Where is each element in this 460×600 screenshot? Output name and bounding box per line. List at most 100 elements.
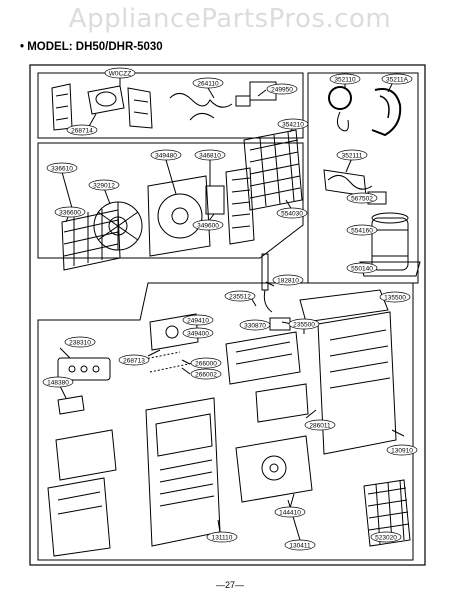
- part-label: 249950: [266, 83, 298, 95]
- part-number: 346810: [199, 153, 221, 160]
- part-label: 567502: [346, 192, 378, 204]
- drawing-bucket-guide: [55, 429, 117, 481]
- part-label: 264110: [192, 77, 224, 89]
- part-number: 286011: [309, 423, 331, 430]
- drawing-wire-harness: [169, 93, 233, 108]
- drawing-cover-plate: [269, 317, 291, 331]
- part-label: 131110: [206, 531, 238, 543]
- drawing-air-filter: [363, 479, 411, 547]
- part-number: 35211A: [386, 77, 409, 84]
- part-label: 235500: [288, 318, 320, 330]
- part-label: 523020: [370, 531, 402, 543]
- group-frame-fan: [37, 142, 304, 259]
- part-number: 249950: [271, 87, 293, 94]
- drawing-front-cabinet: [145, 397, 221, 547]
- drawing-sensor: [261, 253, 269, 291]
- drawing-pipe-u: [336, 111, 349, 132]
- part-number: 131110: [212, 535, 233, 542]
- drawing-tube-assembly: [323, 169, 367, 197]
- drawing-motor-housing: [87, 85, 125, 115]
- part-number: 144410: [279, 510, 301, 517]
- part-number: 554030: [281, 211, 303, 218]
- drawing-top-cover: [299, 289, 389, 323]
- part-number: 550140: [351, 266, 373, 273]
- part-label: 148380: [42, 376, 74, 388]
- drawing-motor: [95, 91, 117, 107]
- part-number: 330870: [244, 323, 266, 330]
- watermark-text: AppliancePartsPros.com: [68, 4, 392, 34]
- part-number: 135500: [384, 295, 406, 302]
- part-number: 554160: [351, 228, 373, 235]
- drawing-condenser-coil: [243, 129, 303, 211]
- outer-frame: [29, 64, 426, 566]
- model-title: • MODEL: DH50/DHR-5030: [20, 41, 163, 53]
- part-label: 286011: [304, 419, 336, 431]
- part-label: 249410: [182, 314, 214, 326]
- part-label: 352110: [329, 73, 361, 85]
- drawing-water-bucket: [47, 477, 111, 557]
- part-label: 550140: [346, 262, 378, 274]
- part-number: 238310: [69, 340, 91, 347]
- drawing-switch: [235, 95, 251, 107]
- part-number: 349600: [197, 223, 219, 230]
- part-number: 235500: [293, 322, 315, 329]
- drawing-gasket-ring: [328, 86, 352, 110]
- drawing-fan-motor: [205, 185, 225, 215]
- part-label: 554030: [276, 207, 308, 219]
- part-number: 130910: [391, 448, 413, 455]
- part-number: 268713: [123, 358, 145, 365]
- part-label: 238310: [64, 336, 96, 348]
- drawing-evaporator-side: [225, 167, 255, 245]
- part-number: 148380: [47, 380, 69, 387]
- part-number: 352110: [334, 77, 356, 84]
- part-number: W0CZZ: [109, 71, 131, 78]
- part-label: 235512: [224, 290, 256, 302]
- part-label: 182810: [272, 274, 304, 286]
- part-number: 567502: [351, 196, 373, 203]
- drawing-chassis-base: [235, 435, 313, 503]
- part-label: 352111: [336, 149, 368, 161]
- part-label: 266000: [190, 357, 222, 369]
- part-label: 349600: [192, 219, 224, 231]
- part-number: 329012: [93, 183, 115, 190]
- part-label: 144410: [274, 506, 306, 518]
- part-number: 249410: [187, 318, 209, 325]
- part-label: 130910: [386, 444, 418, 456]
- part-number: 266000: [195, 361, 217, 368]
- part-number: 349400: [187, 331, 209, 338]
- part-number: 336610: [51, 166, 73, 173]
- part-number: 264110: [197, 81, 219, 88]
- part-label: 266002: [190, 368, 222, 380]
- drawing-control-panel: [57, 357, 111, 381]
- drawing-rear-cabinet: [317, 311, 397, 455]
- part-label: 268713: [118, 354, 150, 366]
- part-label: 135500: [379, 291, 411, 303]
- part-label: 336600: [54, 206, 86, 218]
- part-number: 349480: [155, 153, 177, 160]
- drawing-base-tray: [225, 331, 301, 385]
- part-number: 266002: [195, 372, 217, 379]
- part-number: 352111: [342, 153, 363, 160]
- drawing-fan-housing: [147, 175, 211, 257]
- part-number: 268714: [71, 128, 93, 135]
- part-number: 523020: [375, 535, 397, 542]
- part-label: 346810: [194, 149, 226, 161]
- part-number: 336600: [59, 210, 81, 217]
- part-number: 130411: [289, 543, 311, 550]
- part-label: 268714: [66, 124, 98, 136]
- part-number: 354210: [282, 122, 304, 129]
- group-frame-top: [37, 72, 304, 139]
- part-label: 35211A: [381, 73, 413, 85]
- part-label: 354210: [277, 118, 309, 130]
- part-label: 130411: [284, 539, 316, 551]
- part-label: 336610: [46, 162, 78, 174]
- drawing-compressor: [371, 217, 409, 271]
- part-number: 235512: [229, 294, 251, 301]
- part-label: 349400: [182, 327, 214, 339]
- page-number: —27—: [215, 580, 244, 590]
- drawing-drain-pan: [255, 383, 309, 423]
- part-label: 554160: [346, 224, 378, 236]
- part-label: W0CZZ: [104, 67, 136, 79]
- part-label: 330870: [239, 319, 271, 331]
